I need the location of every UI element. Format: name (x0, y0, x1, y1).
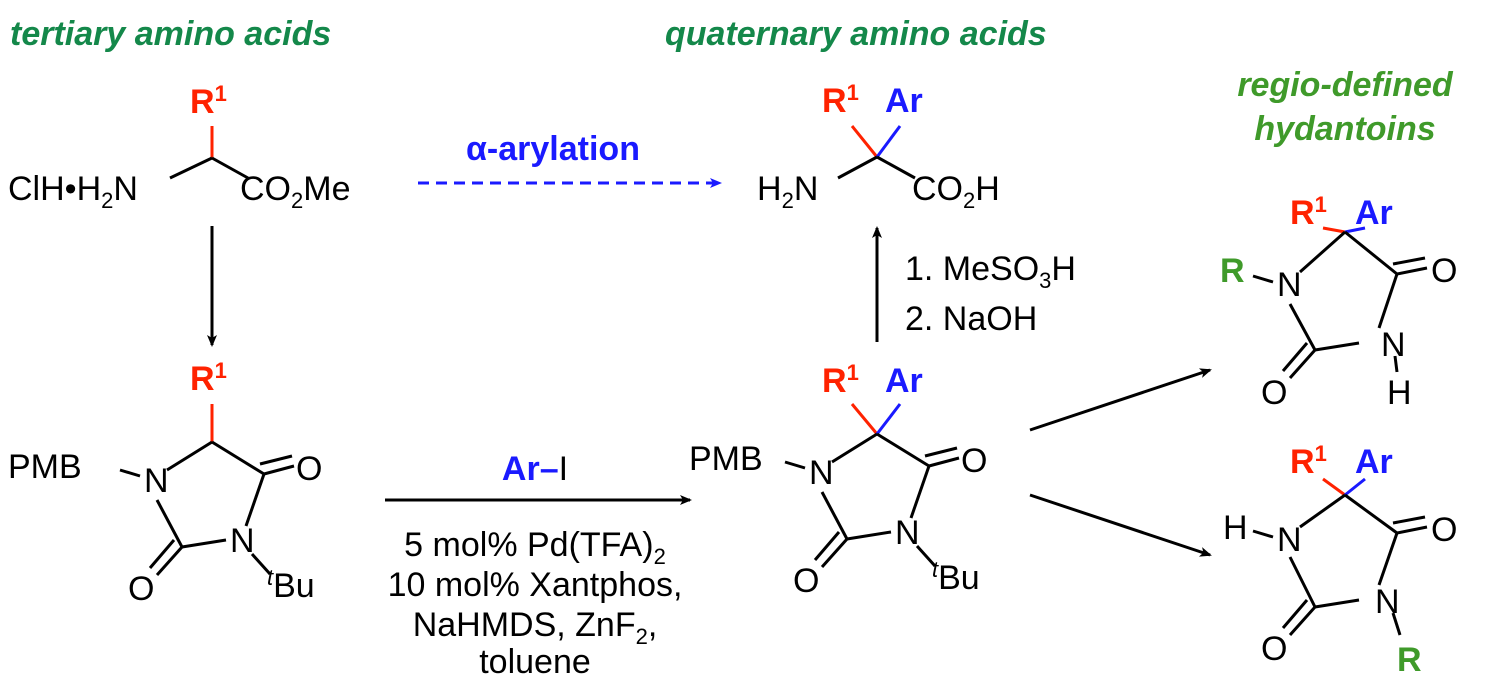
svg-text:O: O (296, 450, 322, 488)
svg-text:H: H (1223, 509, 1248, 547)
svg-text:O: O (1261, 630, 1287, 668)
arrow-to-hydantoin-b (1029, 493, 1212, 557)
svg-text:Ar: Ar (1355, 194, 1393, 232)
svg-text:R1: R1 (1290, 441, 1327, 481)
svg-text:N: N (230, 522, 255, 560)
deprotection-step1: 1. MeSO3H (905, 250, 1076, 293)
svg-text:O: O (1431, 511, 1457, 549)
svg-text:PMB: PMB (8, 448, 82, 486)
arrow-to-hydantoin-a (1029, 368, 1212, 432)
svg-text:tBu: tBu (267, 565, 315, 605)
svg-text:H2N: H2N (757, 170, 818, 213)
coupling-reagent: Ar–I (502, 450, 568, 488)
svg-text:Ar: Ar (885, 362, 923, 400)
svg-text:R1: R1 (190, 81, 227, 121)
svg-text:CO2Me: CO2Me (240, 170, 350, 213)
quaternary-amino-acid: R1 Ar H2N CO2H (757, 80, 1000, 213)
header-quaternary: quaternary amino acids (665, 15, 1047, 53)
svg-text:R: R (1220, 252, 1245, 290)
svg-text:tBu: tBu (932, 557, 980, 597)
svg-text:O: O (961, 442, 987, 480)
svg-text:N: N (144, 462, 169, 500)
svg-text:N: N (895, 514, 920, 552)
svg-text:N: N (1375, 583, 1400, 621)
svg-text:R1: R1 (190, 358, 227, 398)
hydantoin-n3-substituted: R1 Ar N N O O H R (1223, 441, 1457, 679)
svg-text:Ar: Ar (885, 82, 923, 120)
svg-text:N: N (1277, 521, 1302, 559)
hydantoin-arylated: R1 Ar N N O O PMB tBu (689, 360, 987, 600)
svg-text:O: O (128, 570, 154, 608)
hydantoin-starting: R1 N N O O PMB tBu (8, 358, 322, 608)
hydantoin-n1-substituted: R1 Ar N N O O R H (1220, 192, 1457, 412)
svg-text:Ar: Ar (1355, 443, 1393, 481)
svg-text:ClH•H2N: ClH•H2N (8, 170, 138, 213)
conditions-line3: NaHMDS, ZnF2, (413, 606, 658, 649)
svg-text:R1: R1 (822, 80, 859, 120)
svg-text:H: H (1387, 374, 1412, 412)
svg-text:CO2H: CO2H (912, 170, 1000, 213)
conditions-line1: 5 mol% Pd(TFA)2 (404, 526, 666, 569)
svg-text:O: O (1431, 252, 1457, 290)
conditions-line2: 10 mol% Xantphos, (388, 566, 683, 604)
svg-text:PMB: PMB (689, 440, 763, 478)
arylation-label: α-arylation (466, 130, 640, 168)
conditions-line4: toluene (479, 643, 591, 681)
svg-text:R1: R1 (1290, 192, 1327, 232)
header-hydantoins: hydantoins (1254, 110, 1435, 148)
header-regio: regio-defined (1237, 66, 1454, 104)
svg-text:N: N (809, 454, 834, 492)
svg-text:N: N (1277, 266, 1302, 304)
svg-text:O: O (793, 562, 819, 600)
svg-text:O: O (1261, 374, 1287, 412)
deprotection-step2: 2. NaOH (905, 300, 1037, 338)
header-tertiary: tertiary amino acids (10, 15, 331, 53)
starting-amino-ester: R1 ClH•H2N CO2Me (8, 81, 350, 213)
svg-text:R: R (1397, 641, 1422, 679)
svg-text:N: N (1381, 326, 1406, 364)
svg-text:R1: R1 (822, 360, 859, 400)
